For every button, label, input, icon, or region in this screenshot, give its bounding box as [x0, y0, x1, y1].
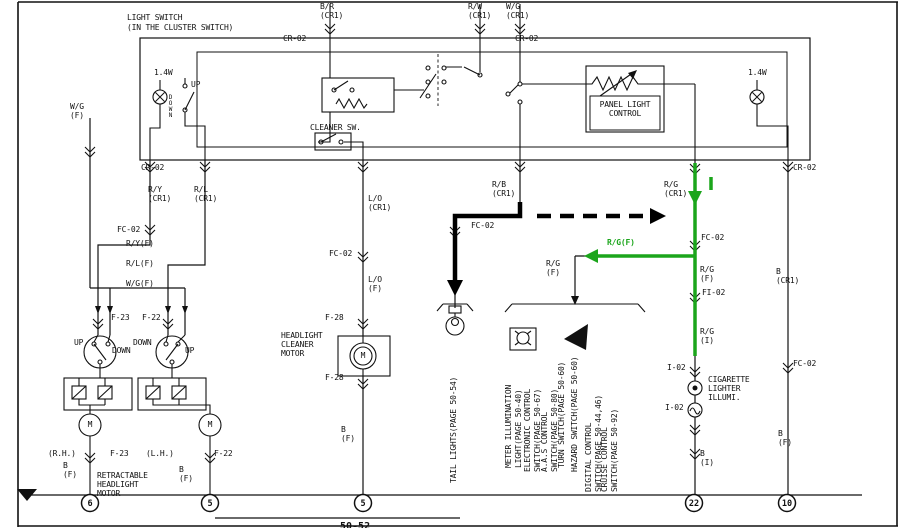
label-asm-right-down: DOWN: [133, 338, 152, 347]
label-headlight-cleaner-motor: HEADLIGHT CLEANER MOTOR: [281, 331, 323, 358]
diagram-subtitle: (IN THE CLUSTER SWITCH): [127, 23, 234, 32]
label-i02-top: I-02: [667, 363, 686, 372]
light-switch-box: [139, 37, 811, 161]
label-fc02-lo: FC-02: [329, 249, 353, 258]
label-rg-f-right: R/G (F): [700, 265, 714, 283]
retractable-motor-lh: [137, 334, 222, 494]
retractable-motor-rh: [63, 334, 133, 494]
ground-connector-22: 22: [688, 499, 700, 509]
label-rg-i: R/G (I): [700, 327, 714, 345]
label-wg-f: W/G (F): [70, 102, 84, 120]
label-rg-cr1: R/G (CR1): [664, 180, 688, 198]
label-retractable-headlight-motor: RETRACTABLE HEADLIGHT MOTOR: [97, 471, 148, 498]
label-asm-right-up: UP: [185, 346, 195, 355]
vertical-label-turn-switch: TURN SWITCH(PAGE 50-60): [557, 361, 566, 468]
vertical-label-cruise-control: CRUISE CONTROL SWITCH(PAGE 50-92): [600, 408, 619, 492]
label-asm-left-up: UP: [74, 338, 84, 347]
label-rw-cr1: R/W (CR1): [468, 2, 492, 20]
page-number: 50-52: [340, 521, 371, 528]
page-frame: [17, 1, 898, 527]
label-fc02-rg: FC-02: [701, 233, 725, 242]
motor-m-right: M: [207, 420, 213, 429]
label-lh: (L.H.): [146, 449, 174, 458]
ground-bus: [17, 489, 862, 513]
label-fc02-b: FC-02: [793, 359, 817, 368]
label-lo-cr1: L/O (CR1): [368, 194, 392, 212]
label-f23-bottom: F-23: [110, 449, 129, 458]
label-rg-f-mid: R/G (F): [546, 259, 560, 277]
label-ry-f: R/Y(F): [126, 239, 154, 248]
label-panel-light-control: PANEL LIGHT CONTROL: [599, 100, 651, 118]
label-bf-left: B (F): [63, 461, 77, 479]
vertical-label-meter-illumination: METER ILLUMINATION LIGHT(PAGE 50-40): [504, 384, 523, 468]
label-switch-up: UP: [191, 80, 201, 89]
label-asm-left-down: DOWN: [112, 346, 131, 355]
label-bf-right: B (F): [778, 429, 792, 447]
label-bf-mid: B (F): [179, 465, 193, 483]
body-ground-icon: [17, 489, 37, 501]
label-ry-cr1: R/Y (CR1): [148, 185, 172, 203]
label-br-cr1: B/R (CR1): [320, 2, 344, 20]
headlight-cleaner-motor-symbol: [337, 335, 391, 377]
label-b-cr1: B (CR1): [776, 267, 800, 285]
label-cigarette-lighter: CIGARETTE LIGHTER ILLUMI.: [708, 375, 750, 402]
label-f23-top: F-23: [111, 313, 130, 322]
label-rl-f: R/L(F): [126, 259, 154, 268]
harness-wires: [89, 118, 789, 494]
label-wg-f2: W/G(F): [126, 279, 154, 288]
label-rl-cr1: R/L (CR1): [194, 185, 218, 203]
label-b-i: B (I): [700, 449, 714, 467]
vertical-label-hazard-switch: HAZARD SWITCH(PAGE 50-60): [570, 356, 579, 472]
ground-connector-6: 6: [87, 499, 93, 509]
vertical-label-tail-lights: TAIL LIGHTS(PAGE 50-54): [449, 376, 458, 483]
label-cr02-top-left: CR-02: [283, 34, 307, 43]
motor-m-cleaner: M: [360, 351, 366, 360]
label-lo-f: L/O (F): [368, 275, 382, 293]
arrow-glyph-icon: [564, 324, 588, 350]
connector-chevrons: [84, 23, 794, 464]
label-bf-cleaner: B (F): [341, 425, 355, 443]
cigarette-lighter-symbol: [687, 380, 703, 418]
diagram-title: LIGHT SWITCH: [127, 13, 183, 22]
illumination-switch-group: [504, 303, 646, 351]
marker-trace-black: [447, 202, 666, 296]
label-cr02-top-right: CR-02: [515, 34, 539, 43]
label-wg-cr1: W/G (CR1): [506, 2, 530, 20]
tail-lights-icon: [436, 303, 474, 336]
ground-connector-5b: 5: [360, 499, 366, 509]
label-rh: (R.H.): [48, 449, 76, 458]
label-fi02: FI-02: [702, 288, 726, 297]
switch-internals: [149, 4, 789, 160]
label-cleaner-switch: CLEANER SW.: [310, 123, 361, 132]
label-f22-top: F-22: [142, 313, 161, 322]
label-bulb-left-wattage: 1.4W: [154, 68, 173, 77]
label-cr02-right: CR-02: [793, 163, 817, 172]
ground-connector-10: 10: [781, 499, 793, 509]
label-bulb-right-wattage: 1.4W: [748, 68, 767, 77]
label-f28-top: F-28: [325, 313, 344, 322]
label-f28-bottom: F-28: [325, 373, 344, 382]
label-f22-bottom: F-22: [214, 449, 233, 458]
marker-trace-green: [584, 163, 713, 356]
label-i02-bottom: I-02: [665, 403, 684, 412]
ground-connector-5a: 5: [207, 499, 213, 509]
label-fc02-rb: FC-02: [471, 221, 495, 230]
label-fc02-ry: FC-02: [117, 225, 141, 234]
label-rb-cr1: R/B (CR1): [492, 180, 516, 198]
label-cr02-left: CR-02: [141, 163, 165, 172]
motor-m-left: M: [87, 420, 93, 429]
label-switch-down: DOWN: [167, 94, 174, 118]
label-rg-f-highlighted: R/G(F): [607, 238, 635, 247]
